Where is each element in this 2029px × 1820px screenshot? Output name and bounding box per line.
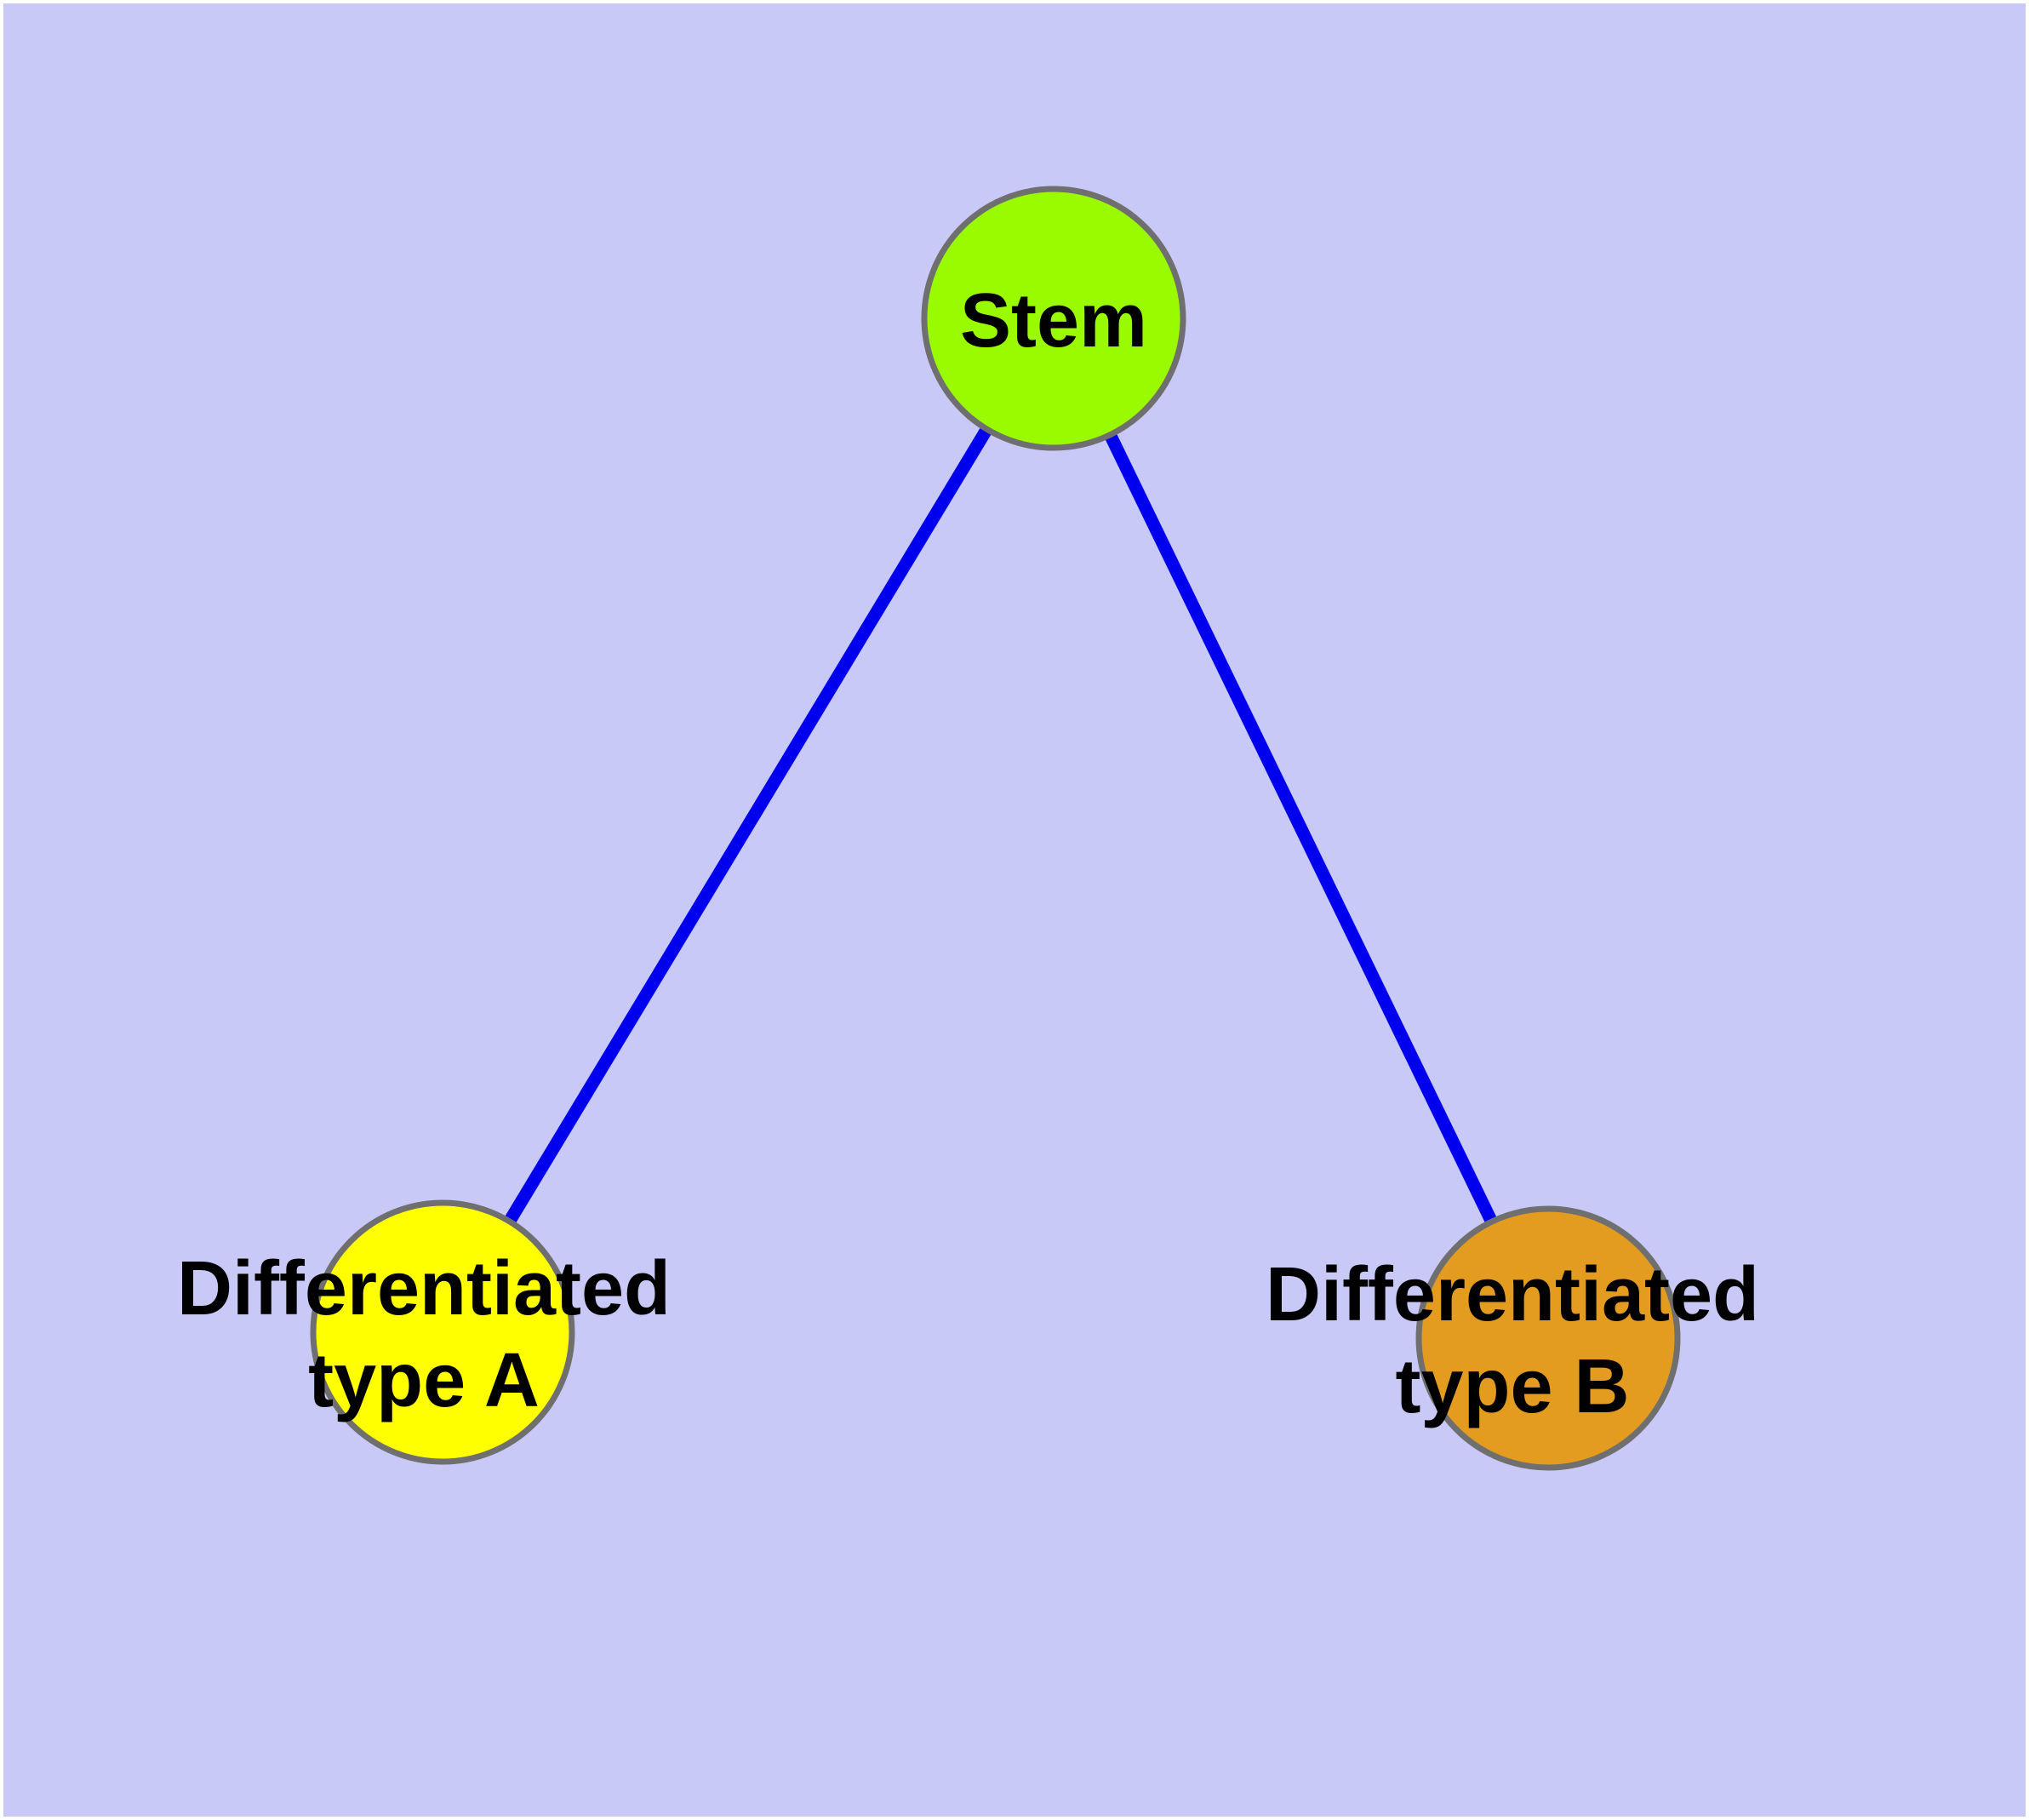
node-diff-b-label-line: Differentiated: [1266, 1252, 1759, 1337]
node-diff-a-circle: [310, 1199, 575, 1465]
edge-stem-to-diff-a: [437, 315, 1060, 1336]
node-stem-label: Stem: [960, 278, 1147, 363]
node-diff-b-label-line: type B: [1395, 1344, 1629, 1429]
node-diff-a-label-line: type A: [308, 1338, 540, 1423]
node-diff-a-label-line: Differentiated: [177, 1246, 671, 1331]
node-diff-b-circle: [1415, 1205, 1681, 1471]
node-stem-circle: [921, 186, 1186, 451]
edge-stem-to-diff-b: [1048, 315, 1554, 1342]
node-stem-label-line: Stem: [960, 278, 1147, 363]
